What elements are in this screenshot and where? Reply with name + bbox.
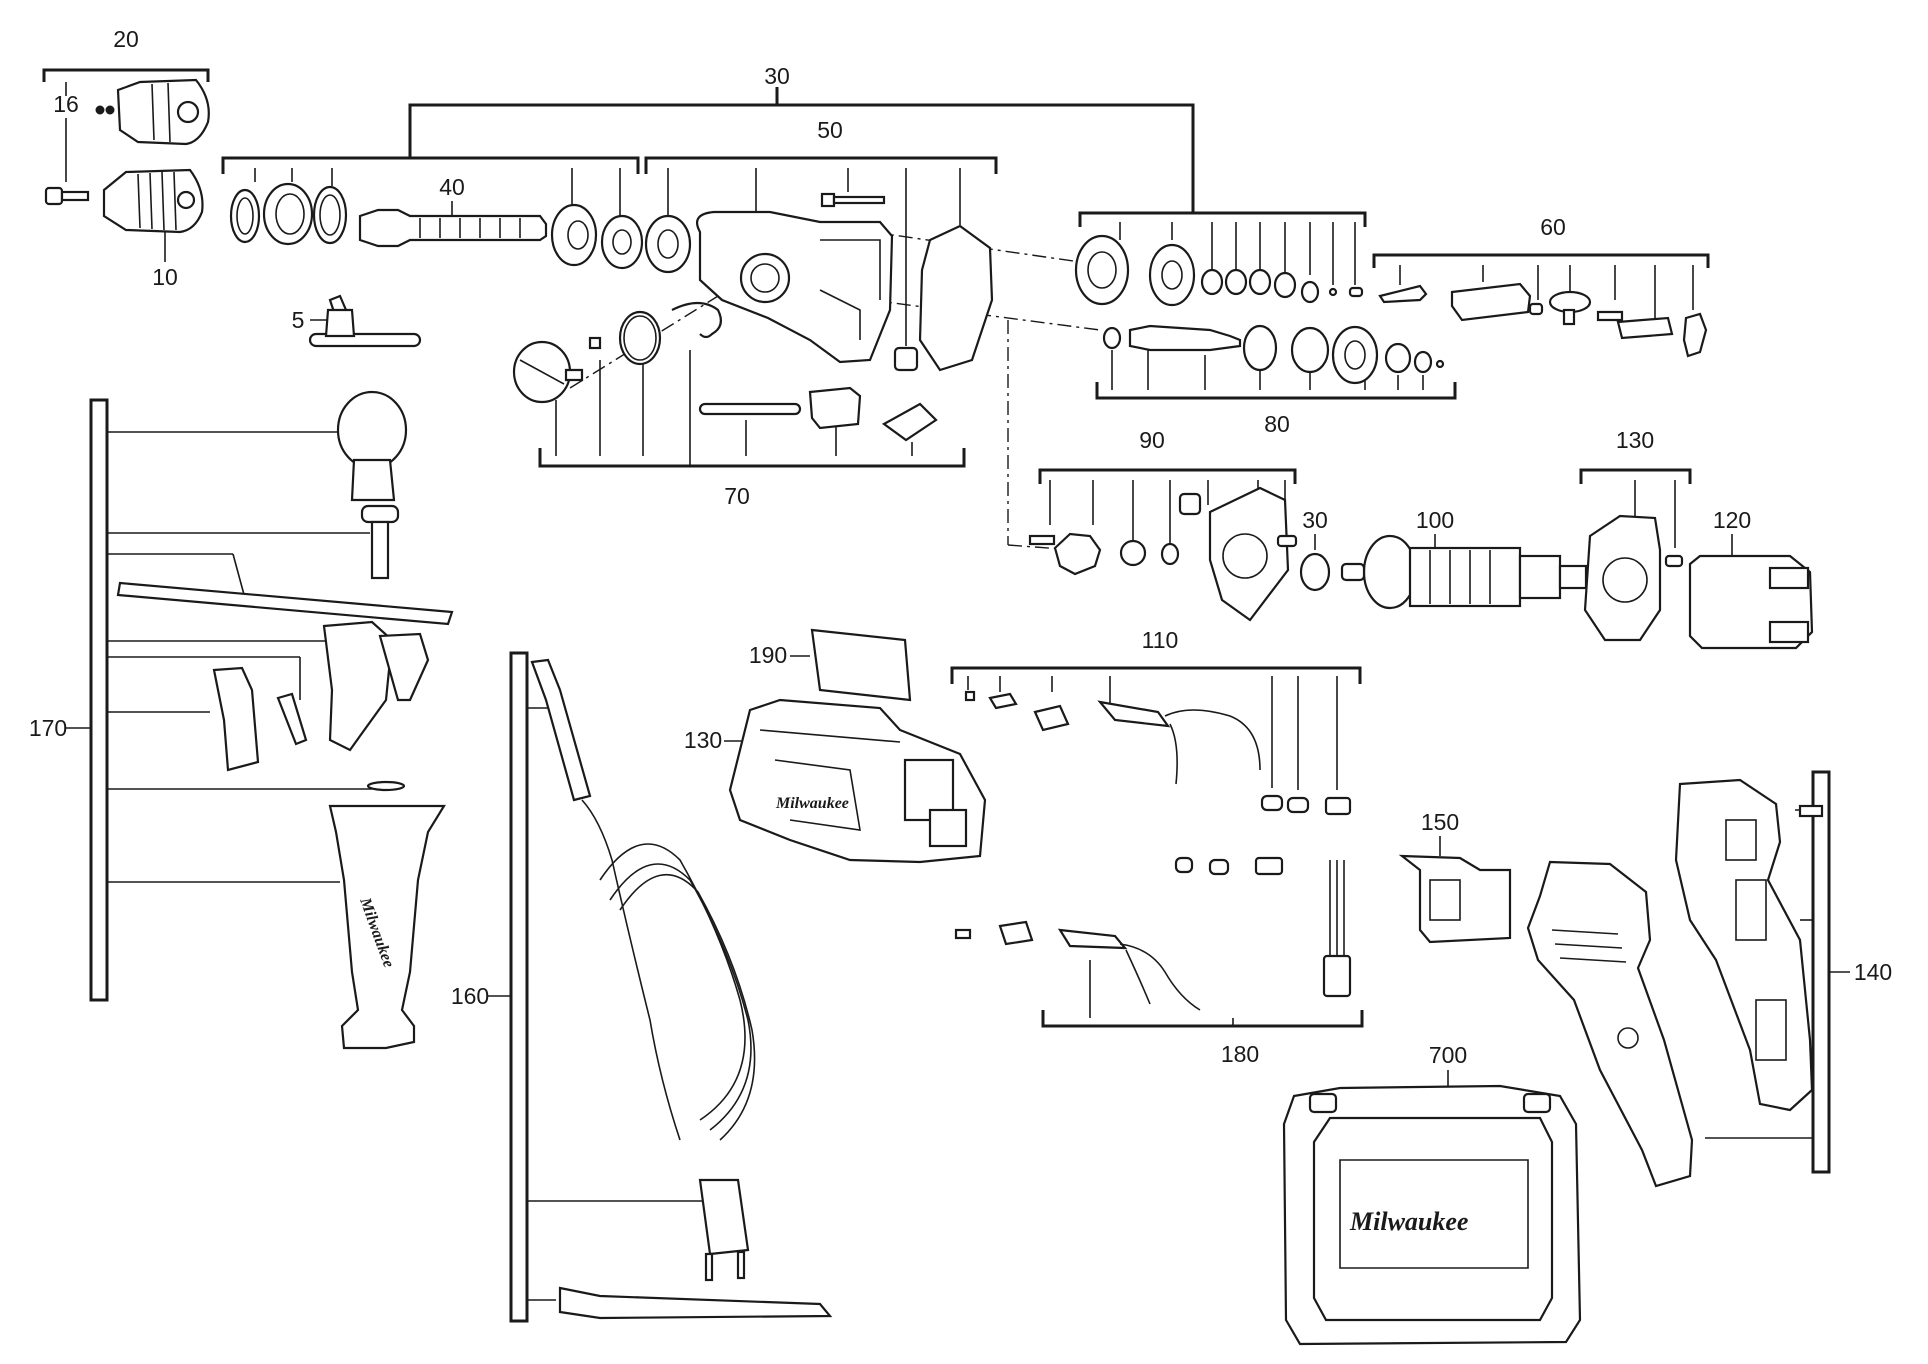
latch-spring-plate xyxy=(881,402,938,442)
shift-hook xyxy=(1682,312,1708,358)
bracket-50 xyxy=(644,156,998,346)
label-16: 16 xyxy=(53,91,79,117)
bracket-30-top xyxy=(408,87,1195,213)
label-170: 170 xyxy=(29,715,67,741)
label-150: 150 xyxy=(1421,809,1459,835)
stator-field-120 xyxy=(1688,554,1814,650)
wiring-set-180 xyxy=(954,856,1352,1011)
spindle-bearing-ring xyxy=(262,182,314,246)
label-140: 140 xyxy=(1854,959,1892,985)
label-160: 160 xyxy=(451,983,489,1009)
bracket-70 xyxy=(538,350,966,468)
handle-clamp-block xyxy=(322,620,430,752)
side-handle-bolt xyxy=(360,504,400,580)
side-handle-band xyxy=(336,390,408,502)
bracket-170 xyxy=(66,398,372,1002)
label-180: 180 xyxy=(1221,1041,1259,1067)
power-cord-assembly xyxy=(530,658,833,1320)
label-130-left: 130 xyxy=(684,727,722,753)
handle-lever xyxy=(212,666,260,772)
depth-rod xyxy=(116,581,454,626)
gear-cover-plate xyxy=(918,224,994,372)
chuck-screw xyxy=(44,186,90,206)
motor-end-cap-130 xyxy=(1583,514,1684,642)
label-130-top: 130 xyxy=(1616,427,1654,453)
switch-parts-110 xyxy=(964,690,1352,816)
mode-selector-knob xyxy=(512,340,584,404)
chuck-key xyxy=(308,294,422,348)
selector-screw xyxy=(588,336,602,350)
housing-brand-text: Milwaukee xyxy=(775,795,849,812)
handle-washer xyxy=(366,780,406,792)
label-120: 120 xyxy=(1713,507,1751,533)
handle-half-right xyxy=(1674,778,1824,1112)
handle-spring xyxy=(276,692,308,746)
shift-lever xyxy=(1378,284,1428,304)
label-40: 40 xyxy=(439,174,465,200)
label-100: 100 xyxy=(1416,507,1454,533)
bracket-130-top xyxy=(1579,468,1692,548)
bracket-20 xyxy=(42,68,210,96)
gear-housing xyxy=(696,210,894,364)
key-chuck xyxy=(102,168,204,234)
side-handle-grip: Milwaukee xyxy=(328,804,446,1050)
case-brand-text: Milwaukee xyxy=(1349,1207,1468,1236)
spindle-shaft xyxy=(358,208,548,248)
switch-lever-bracket xyxy=(808,386,862,430)
label-80: 80 xyxy=(1264,411,1290,437)
motor-flange-90 xyxy=(1028,486,1298,622)
label-90: 90 xyxy=(1139,427,1165,453)
label-700: 700 xyxy=(1429,1042,1467,1068)
label-30-top: 30 xyxy=(764,63,790,89)
retaining-ring xyxy=(229,188,261,244)
bearing-40 xyxy=(550,203,598,267)
keyless-chuck xyxy=(95,78,210,146)
bracket-90 xyxy=(1038,468,1297,545)
shift-knob xyxy=(1548,290,1592,326)
shift-pin xyxy=(1528,302,1544,316)
intermediate-gear xyxy=(1148,243,1196,307)
countershaft-80 xyxy=(1102,324,1445,385)
spring-clip xyxy=(671,301,723,339)
label-60: 60 xyxy=(1540,214,1566,240)
bracket-30-gears xyxy=(1078,211,1367,285)
o-ring xyxy=(618,310,662,366)
shift-cover xyxy=(1450,282,1532,322)
bracket-110 xyxy=(950,666,1362,790)
felt-seal xyxy=(312,185,348,245)
gear-bearing-40 xyxy=(600,214,644,270)
label-20: 20 xyxy=(113,26,139,52)
label-70: 70 xyxy=(724,483,750,509)
label-10: 10 xyxy=(152,264,178,290)
label-sticker-190 xyxy=(810,628,912,702)
bracket-40 xyxy=(221,156,640,218)
label-190: 190 xyxy=(749,642,787,668)
shift-plate xyxy=(1596,310,1624,322)
trigger-switch-150 xyxy=(1398,854,1512,944)
gear-washers xyxy=(1200,268,1364,304)
handle-half-left xyxy=(1526,860,1694,1188)
bearing-50 xyxy=(644,214,692,274)
housing-screw xyxy=(820,192,886,208)
label-5: 5 xyxy=(292,307,305,333)
shift-bar xyxy=(1616,316,1674,340)
carrying-case-700: Milwaukee xyxy=(1282,1084,1582,1346)
armature-100 xyxy=(1340,534,1588,610)
bracket-160 xyxy=(488,651,712,1323)
bracket-140 xyxy=(1705,770,1850,1174)
label-110: 110 xyxy=(1142,627,1179,653)
bushing-50 xyxy=(893,346,919,372)
large-gear-30 xyxy=(1074,234,1130,306)
bracket-60 xyxy=(1372,253,1710,318)
armature-washer-30 xyxy=(1299,552,1331,592)
bracket-80 xyxy=(1095,350,1457,400)
label-30-mid: 30 xyxy=(1302,507,1328,533)
motor-housing-130: Milwaukee xyxy=(728,698,987,864)
label-50: 50 xyxy=(817,117,843,143)
bracket-180 xyxy=(1041,960,1364,1028)
pin-rod xyxy=(698,402,802,416)
